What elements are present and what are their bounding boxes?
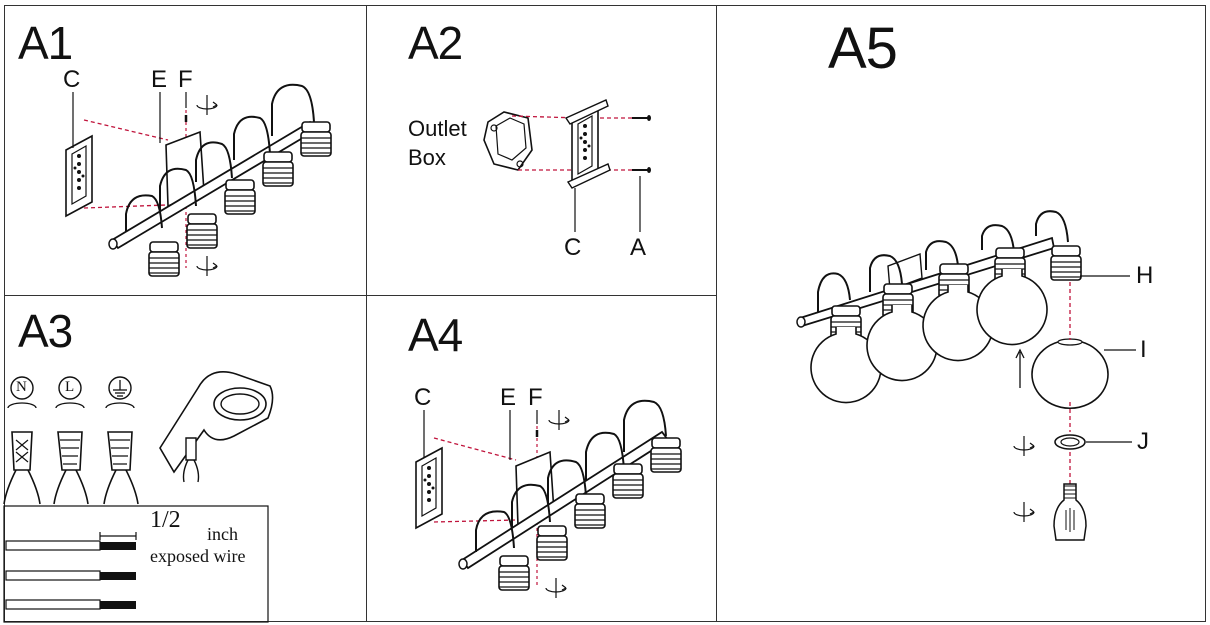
a5-label-i: I — [1140, 336, 1147, 363]
a1-label-c: C — [63, 66, 81, 93]
a4-label-f: F — [528, 384, 543, 411]
a2-title: A2 — [408, 17, 463, 69]
a3-wiring — [3, 371, 274, 623]
a5-label-j: J — [1137, 428, 1149, 455]
a1-mounting-plate — [65, 135, 93, 217]
a4-label-e: E — [500, 384, 517, 411]
a2-outlet-label-line2: Box — [408, 145, 446, 170]
a4-fixture — [415, 399, 682, 599]
a1-label-f: F — [178, 66, 193, 93]
a1-fixture — [65, 83, 332, 277]
a2-label-c: C — [564, 234, 582, 261]
a5-title: A5 — [828, 16, 898, 81]
a2-outlet-assembly — [483, 99, 651, 232]
a2-label-a: A — [630, 234, 647, 261]
a3-measure-caption: exposed wire — [150, 546, 246, 566]
a1-title: A1 — [18, 17, 73, 69]
a3-measure-value: 1/2 — [150, 507, 181, 533]
a5-label-h: H — [1136, 262, 1154, 289]
a5-fixture — [796, 210, 1136, 541]
a3-measure-unit: inch — [207, 524, 238, 544]
a2-outlet-label-line1: Outlet — [408, 116, 467, 141]
a1-label-e: E — [151, 66, 168, 93]
a4-title: A4 — [408, 309, 463, 361]
a3-symbol-live: L — [65, 379, 75, 395]
a3-symbol-neutral: N — [16, 379, 27, 395]
panel-a2 — [366, 5, 718, 297]
a3-title: A3 — [18, 305, 73, 357]
a4-label-c: C — [414, 384, 432, 411]
